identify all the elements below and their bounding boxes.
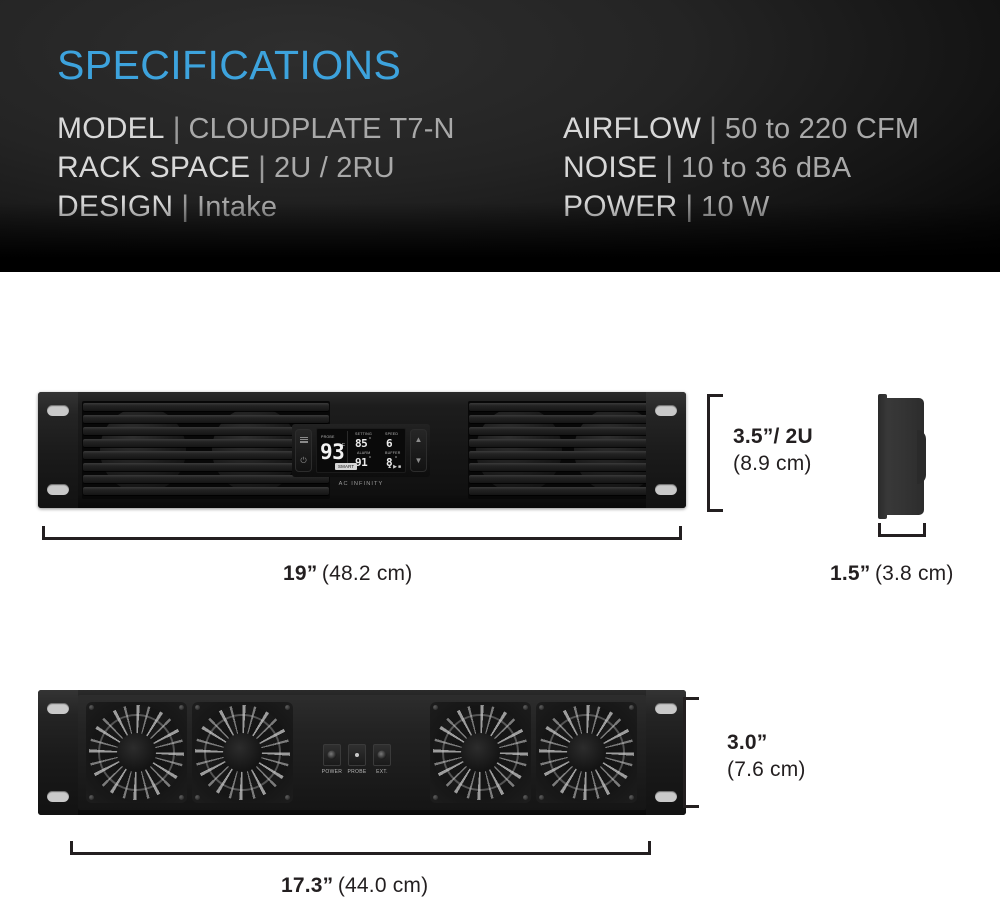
lcd-setting-value: 85 [355, 437, 368, 450]
spec-label: RACK SPACE [57, 151, 251, 184]
spec-column-right: AIRFLOW | 50 to 220 CFM NOISE | 10 to 36… [563, 112, 919, 229]
rear-plate [78, 695, 646, 810]
power-icon[interactable]: ⏻ [300, 455, 307, 465]
spec-label: POWER [563, 190, 678, 223]
lcd-probe-label: PROBE [321, 435, 335, 439]
mounting-hole [655, 484, 677, 495]
ext-port[interactable] [373, 744, 391, 766]
spec-label: MODEL [57, 112, 165, 145]
fan-3 [430, 702, 531, 803]
mounting-hole [655, 405, 677, 416]
rear-width-label: 17.3” (44.0 cm) [281, 874, 428, 898]
spec-row-design: DESIGN | Intake [57, 190, 455, 229]
spec-value: 10 to 36 dBA [681, 152, 852, 184]
probe-port-label: PROBE [347, 769, 367, 775]
power-port[interactable] [323, 744, 341, 766]
fan-4 [536, 702, 637, 803]
product-rear-view [38, 690, 686, 815]
spec-value: 10 W [701, 191, 770, 223]
front-height-value: 3.5”/ 2U [733, 425, 813, 448]
rear-width-metric: (44.0 cm) [337, 874, 429, 897]
rear-height-metric: (7.6 cm) [727, 758, 806, 781]
front-height-label: 3.5”/ 2U (8.9 cm) [733, 425, 813, 476]
brand-logo: AC INFINITY [338, 481, 384, 487]
chevron-down-icon[interactable]: ▼ [414, 455, 423, 465]
lcd-alarm-unit: ° [369, 456, 371, 462]
spec-separator: | [258, 151, 266, 184]
front-width-value: 19” [283, 562, 318, 585]
spec-row-airflow: AIRFLOW | 50 to 220 CFM [563, 112, 919, 151]
spec-label: AIRFLOW [563, 112, 702, 145]
lcd-setting-label: SETTING [355, 432, 372, 436]
product-side-view [878, 394, 926, 519]
rear-width-value: 17.3” [281, 874, 334, 897]
rear-height-label: 3.0” (7.6 cm) [727, 731, 806, 782]
ext-port-label: EXT. [376, 769, 388, 775]
spec-value: 50 to 220 CFM [724, 113, 920, 145]
port-cluster[interactable]: POWER PROBE EXT. [322, 744, 391, 784]
mounting-hole [47, 484, 69, 495]
menu-icon[interactable] [296, 430, 311, 451]
lcd-alarm-value: 91 [355, 456, 368, 469]
depth-label: 1.5” (3.8 cm) [830, 562, 954, 586]
spec-separator: | [685, 190, 694, 223]
front-width-label: 19” (48.2 cm) [283, 562, 412, 586]
lcd-speed-value: 6 [386, 437, 393, 450]
spec-value: CLOUDPLATE T7-N [188, 113, 455, 145]
spec-separator: | [172, 112, 181, 145]
mounting-hole [655, 703, 677, 714]
spec-row-noise: NOISE | 10 to 36 dBA [563, 151, 919, 190]
rack-ear-right-rear [646, 690, 686, 815]
chevron-up-icon[interactable]: ▲ [414, 435, 423, 445]
front-height-metric: (8.9 cm) [733, 452, 812, 475]
lcd-probe-unit: F [342, 443, 346, 449]
lcd-setting-unit: ° [369, 437, 371, 443]
spec-value: 2U / 2RU [273, 152, 395, 184]
mode-buttons[interactable]: ⏻ [295, 429, 312, 472]
lcd-speed-label: SPEED [385, 432, 399, 436]
probe-port[interactable] [348, 744, 366, 766]
rack-ear-left [38, 392, 78, 508]
intake-grille-left [82, 401, 330, 499]
spec-column-left: MODEL | CLOUDPLATE T7-N RACK SPACE | 2U … [57, 112, 455, 229]
lcd-divider [347, 431, 348, 463]
mounting-hole [655, 791, 677, 802]
adjust-buttons[interactable]: ▲ ▼ [410, 429, 427, 472]
lcd-mode-badge: SMART [335, 463, 358, 470]
fan-2 [192, 702, 293, 803]
fan-1 [86, 702, 187, 803]
spec-value: Intake [197, 191, 278, 223]
front-width-metric: (48.2 cm) [321, 562, 413, 585]
intake-grille-right [468, 401, 668, 499]
depth-metric: (3.8 cm) [874, 562, 954, 585]
lcd-buffer-value: 8 [386, 456, 393, 469]
lcd-alarm-label: ALARM [357, 451, 371, 455]
specifications-banner: SPECIFICATIONS MODEL | CLOUDPLATE T7-N R… [0, 0, 1000, 272]
rear-height-value: 3.0” [727, 731, 768, 754]
spec-separator: | [665, 151, 674, 184]
spec-separator: | [181, 190, 190, 223]
spec-label: NOISE [563, 151, 658, 184]
lcd-status-icons: ▲▶■ [387, 464, 402, 470]
spec-separator: | [709, 112, 717, 145]
page-title: SPECIFICATIONS [57, 42, 402, 88]
side-rear-bulge [917, 430, 926, 484]
depth-value: 1.5” [830, 562, 871, 585]
spec-label: DESIGN [57, 190, 174, 223]
lcd-buffer-unit: ° [395, 456, 397, 462]
controller-panel: ⏻ PROBE 93 F SETTING 85 ° SPEED 6 ALARM … [292, 424, 430, 477]
power-port-label: POWER [321, 769, 343, 775]
mounting-hole [47, 405, 69, 416]
rack-ear-right [646, 392, 686, 508]
spec-row-power: POWER | 10 W [563, 190, 919, 229]
lcd-display: PROBE 93 F SETTING 85 ° SPEED 6 ALARM 91… [316, 428, 406, 473]
side-faceplate-edge [878, 394, 887, 519]
mounting-hole [47, 703, 69, 714]
lcd-probe-value: 93 [320, 440, 345, 464]
rack-ear-left-rear [38, 690, 78, 815]
spec-row-rack-space: RACK SPACE | 2U / 2RU [57, 151, 455, 190]
spec-row-model: MODEL | CLOUDPLATE T7-N [57, 112, 455, 151]
lcd-buffer-label: BUFFER [385, 451, 401, 455]
mounting-hole [47, 791, 69, 802]
